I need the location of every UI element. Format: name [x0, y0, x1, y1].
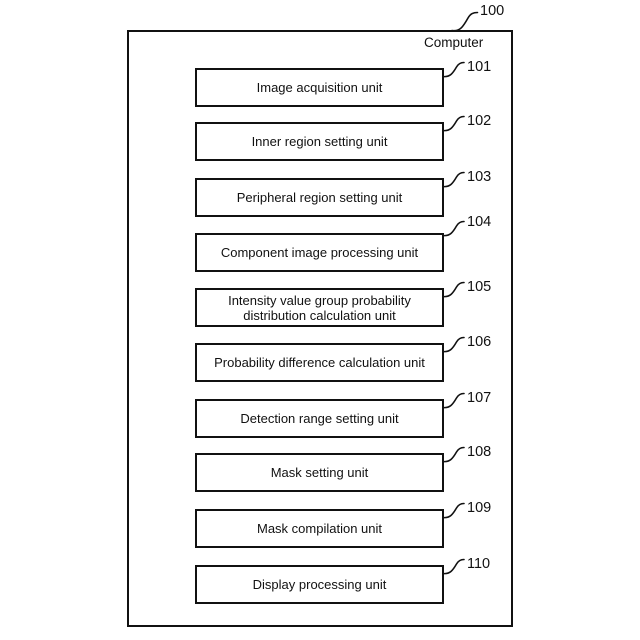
leader-line-109 — [442, 502, 465, 519]
unit-box-107: Detection range setting unit — [195, 399, 444, 438]
unit-box-104-label: Component image processing unit — [220, 245, 419, 260]
ref-number-108: 108 — [467, 444, 492, 460]
leader-line-102 — [442, 115, 465, 132]
unit-box-110-label: Display processing unit — [252, 577, 387, 592]
unit-box-110: Display processing unit — [195, 565, 444, 604]
unit-box-105-label: Intensity value group probability distri… — [228, 292, 411, 323]
unit-box-109: Mask compilation unit — [195, 509, 444, 548]
ref-number-100: 100 — [480, 3, 505, 19]
unit-box-103: Peripheral region setting unit — [195, 178, 444, 217]
unit-box-106-label: Probability difference calculation unit — [214, 355, 425, 370]
unit-box-103-label: Peripheral region setting unit — [236, 190, 403, 205]
unit-box-101-label: Image acquisition unit — [256, 80, 383, 95]
unit-box-102-label: Inner region setting unit — [251, 134, 388, 149]
leader-line-106 — [442, 336, 465, 353]
ref-number-102: 102 — [467, 113, 492, 129]
ref-number-109: 109 — [467, 500, 492, 516]
unit-box-108-label: Mask setting unit — [270, 465, 369, 480]
unit-box-107-label: Detection range setting unit — [240, 411, 399, 426]
ref-number-103: 103 — [467, 169, 492, 185]
leader-line-103 — [442, 171, 465, 188]
unit-box-108: Mask setting unit — [195, 453, 444, 492]
ref-number-110: 110 — [467, 556, 491, 572]
ref-number-105: 105 — [467, 279, 492, 295]
leader-line-105 — [442, 281, 465, 298]
unit-box-105: Intensity value group probability distri… — [195, 288, 444, 327]
unit-box-109-label: Mask compilation unit — [257, 521, 382, 536]
leader-line-107 — [442, 392, 465, 409]
unit-box-106: Probability difference calculation unit — [195, 343, 444, 382]
computer-box-label: Computer — [424, 35, 484, 50]
leader-line-100 — [451, 11, 479, 32]
ref-number-106: 106 — [467, 334, 492, 350]
leader-line-108 — [442, 446, 465, 463]
unit-box-102: Inner region setting unit — [195, 122, 444, 161]
leader-line-101 — [442, 61, 465, 78]
ref-number-107: 107 — [467, 390, 492, 406]
leader-line-110 — [442, 558, 465, 575]
unit-box-104: Component image processing unit — [195, 233, 444, 272]
leader-line-104 — [442, 220, 465, 237]
ref-number-101: 101 — [467, 59, 492, 75]
ref-number-104: 104 — [467, 214, 492, 230]
unit-box-101: Image acquisition unit — [195, 68, 444, 107]
